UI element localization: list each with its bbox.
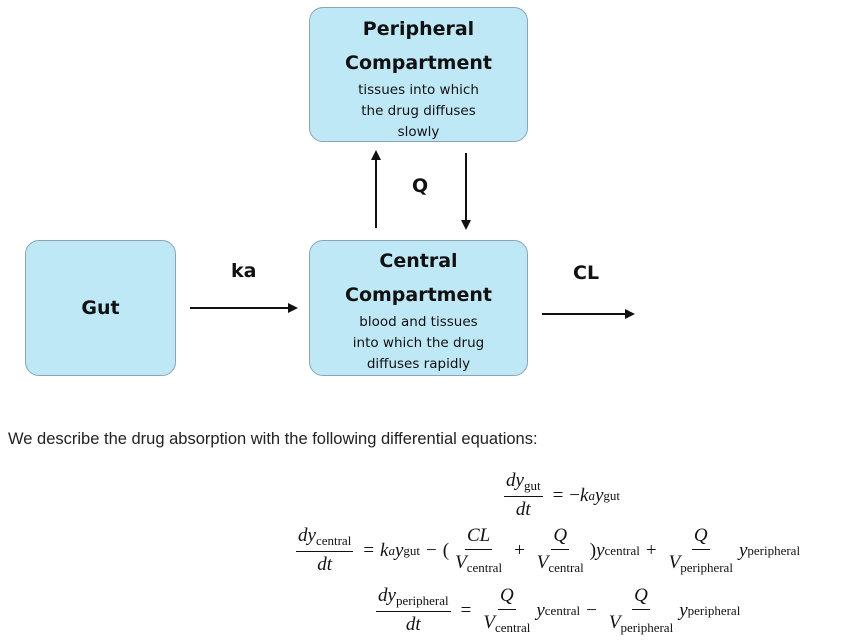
intro-sentence: We describe the drug absorption with the… [8,430,538,448]
central-desc-line3: diffuses rapidly [366,356,471,372]
ka-label: ka [231,260,257,282]
q-over-vperipheral-fraction-2: Q Vperipheral [608,585,674,635]
central-title-line2: Compartment [345,284,492,306]
dycentral-dt-fraction: dycentral dt [296,525,354,575]
central-desc-line2: into which the drug [352,335,485,351]
gut-title: Gut [81,297,120,319]
q-label: Q [412,175,429,197]
peripheral-desc-line1: tissues into which [358,82,479,98]
dyperipheral-dt-fraction: dyperipheral dt [376,585,451,635]
cl-label: CL [573,262,600,284]
peripheral-title-line1: Peripheral [362,18,475,40]
peripheral-title-line2: Compartment [345,52,492,74]
flow-arrows [190,150,635,319]
peripheral-compartment-box: Peripheral Compartment tissues into whic… [309,7,528,142]
q-over-vcentral-fraction-2: Q Vcentral [483,585,531,635]
dygut-dt-fraction: dygut dt [504,470,543,520]
peripheral-desc-line2: the drug diffuses [361,103,476,119]
cl-over-vcentral-fraction: CL Vcentral [455,525,503,575]
q-over-vperipheral-fraction: Q Vperipheral [668,525,733,575]
gut-box: Gut [25,240,176,376]
q-over-vcentral-fraction: Q Vcentral [536,525,584,575]
central-title-line1: Central [379,250,458,272]
central-desc-line1: blood and tissues [359,314,478,330]
central-compartment-box: Central Compartment blood and tissues in… [309,240,528,376]
peripheral-desc-line3: slowly [397,124,440,140]
